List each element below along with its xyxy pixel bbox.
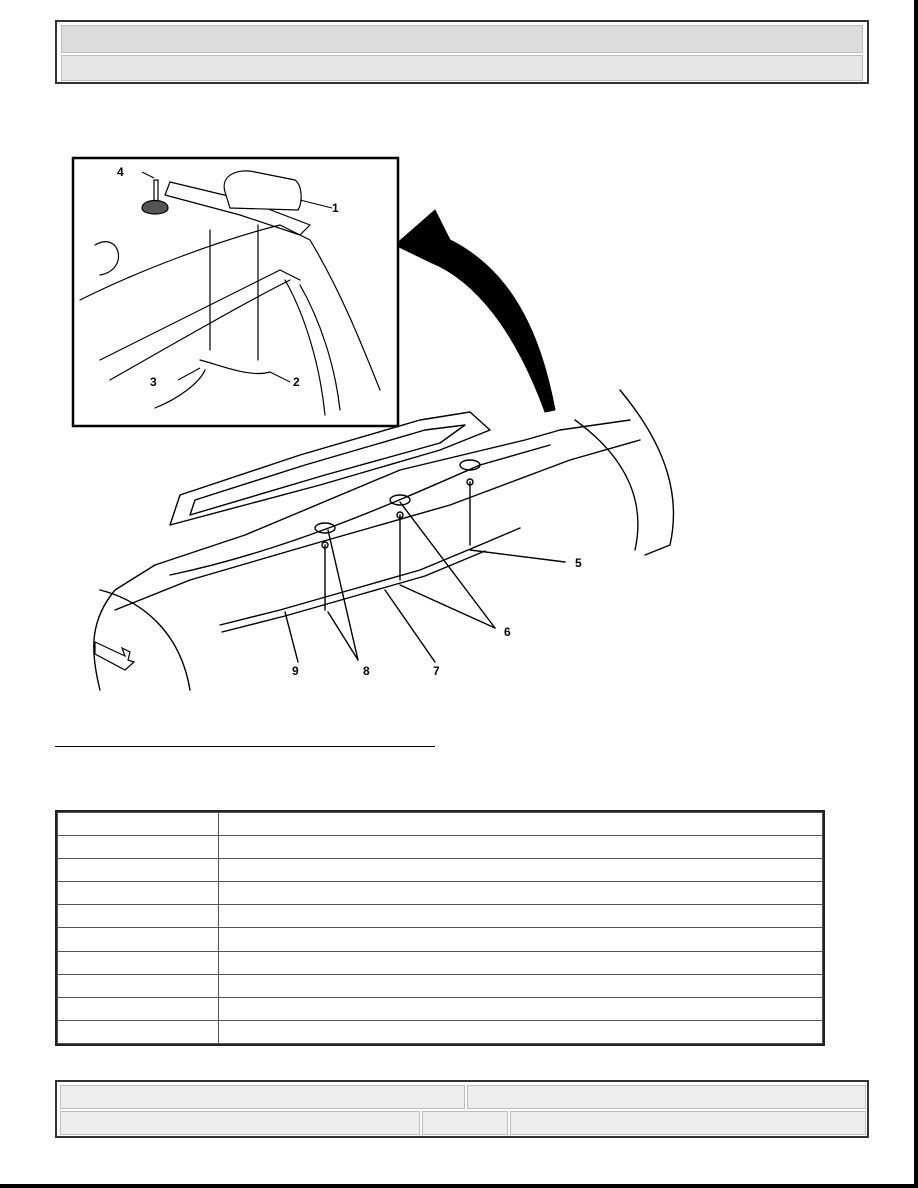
inset-pointer-arrow bbox=[394, 209, 556, 413]
roof-rail-lower bbox=[114, 439, 641, 611]
rear-pillar bbox=[619, 389, 675, 556]
table-row bbox=[57, 950, 823, 975]
header-title-bar bbox=[61, 25, 863, 53]
antenna-base-8 bbox=[314, 522, 336, 534]
footer-cell bbox=[60, 1111, 420, 1135]
roof-antenna-illustration: 1 2 3 4 5 6 7 8 9 bbox=[70, 150, 710, 695]
table-row bbox=[57, 811, 823, 837]
illustration-svg: 1 2 3 4 5 6 7 8 9 bbox=[71, 156, 675, 691]
table-row bbox=[57, 835, 823, 860]
table-row bbox=[57, 973, 823, 998]
antenna-stud-4 bbox=[153, 179, 159, 203]
callout-5: 5 bbox=[575, 556, 582, 570]
antenna-base-5 bbox=[459, 459, 481, 471]
antenna-nut-4 bbox=[141, 199, 169, 215]
table-row bbox=[57, 881, 823, 906]
table-row bbox=[57, 904, 823, 929]
callout-8: 8 bbox=[363, 664, 370, 678]
antenna-base-6 bbox=[389, 494, 411, 506]
document-footer bbox=[55, 1080, 869, 1138]
footer-cell bbox=[467, 1085, 866, 1109]
legend-heading-rule bbox=[55, 746, 435, 747]
callout-9: 9 bbox=[292, 664, 299, 678]
inset-cutout bbox=[94, 241, 120, 276]
callout-7: 7 bbox=[433, 664, 440, 678]
footer-cell bbox=[60, 1085, 465, 1109]
forward-arrow-lower bbox=[94, 641, 136, 671]
callout-1: 1 bbox=[332, 201, 339, 215]
rear-pillar-inner bbox=[574, 419, 639, 551]
inset-cable bbox=[199, 359, 271, 375]
callout-6: 6 bbox=[504, 625, 511, 639]
harness-run bbox=[219, 527, 521, 626]
header-subtitle-bar bbox=[61, 55, 863, 81]
footer-cell bbox=[422, 1111, 508, 1135]
sunroof-opening bbox=[169, 411, 491, 526]
roof-rail-inner bbox=[169, 444, 551, 576]
sunroof-inner bbox=[189, 424, 466, 516]
table-row bbox=[57, 858, 823, 883]
document-header bbox=[55, 20, 869, 84]
table-row bbox=[57, 927, 823, 952]
callout-2: 2 bbox=[293, 375, 300, 389]
callout-legend-table bbox=[55, 810, 825, 1046]
left-pillar bbox=[99, 589, 191, 691]
table-row bbox=[57, 1019, 823, 1045]
antenna-cap-1 bbox=[223, 170, 302, 211]
harness-run-lower bbox=[221, 550, 486, 633]
callout-3: 3 bbox=[150, 375, 157, 389]
inset-rail bbox=[164, 181, 311, 236]
inset-roof-edge bbox=[79, 224, 381, 391]
table-row bbox=[57, 996, 823, 1021]
callout-4: 4 bbox=[117, 165, 124, 179]
footer-cell bbox=[510, 1111, 866, 1135]
roof-panel-outline bbox=[93, 419, 631, 691]
